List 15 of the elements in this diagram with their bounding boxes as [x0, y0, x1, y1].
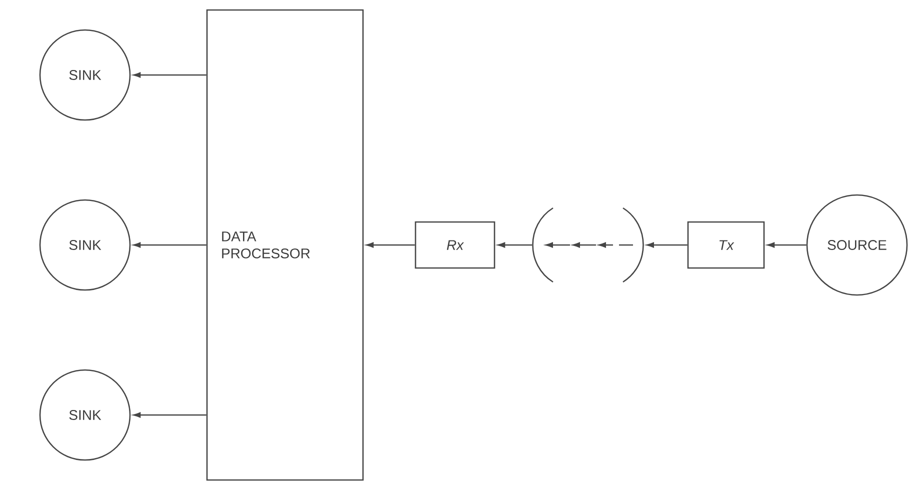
circle-node: SINK [39, 29, 131, 121]
process-box: Rx [414, 221, 496, 269]
circle-node: SOURCE [806, 194, 908, 296]
arrow [133, 72, 206, 78]
circle-node: SINK [39, 199, 131, 291]
arrow [767, 242, 806, 248]
arrow [133, 412, 206, 418]
arrow [498, 242, 532, 248]
circle-node: SINK [39, 369, 131, 461]
arrow [646, 242, 688, 248]
process-box: Tx [687, 221, 765, 269]
arrow [366, 242, 415, 248]
channel-drawing [532, 207, 644, 283]
arrow [133, 242, 206, 248]
processor-box: DATA PROCESSOR [206, 9, 364, 481]
